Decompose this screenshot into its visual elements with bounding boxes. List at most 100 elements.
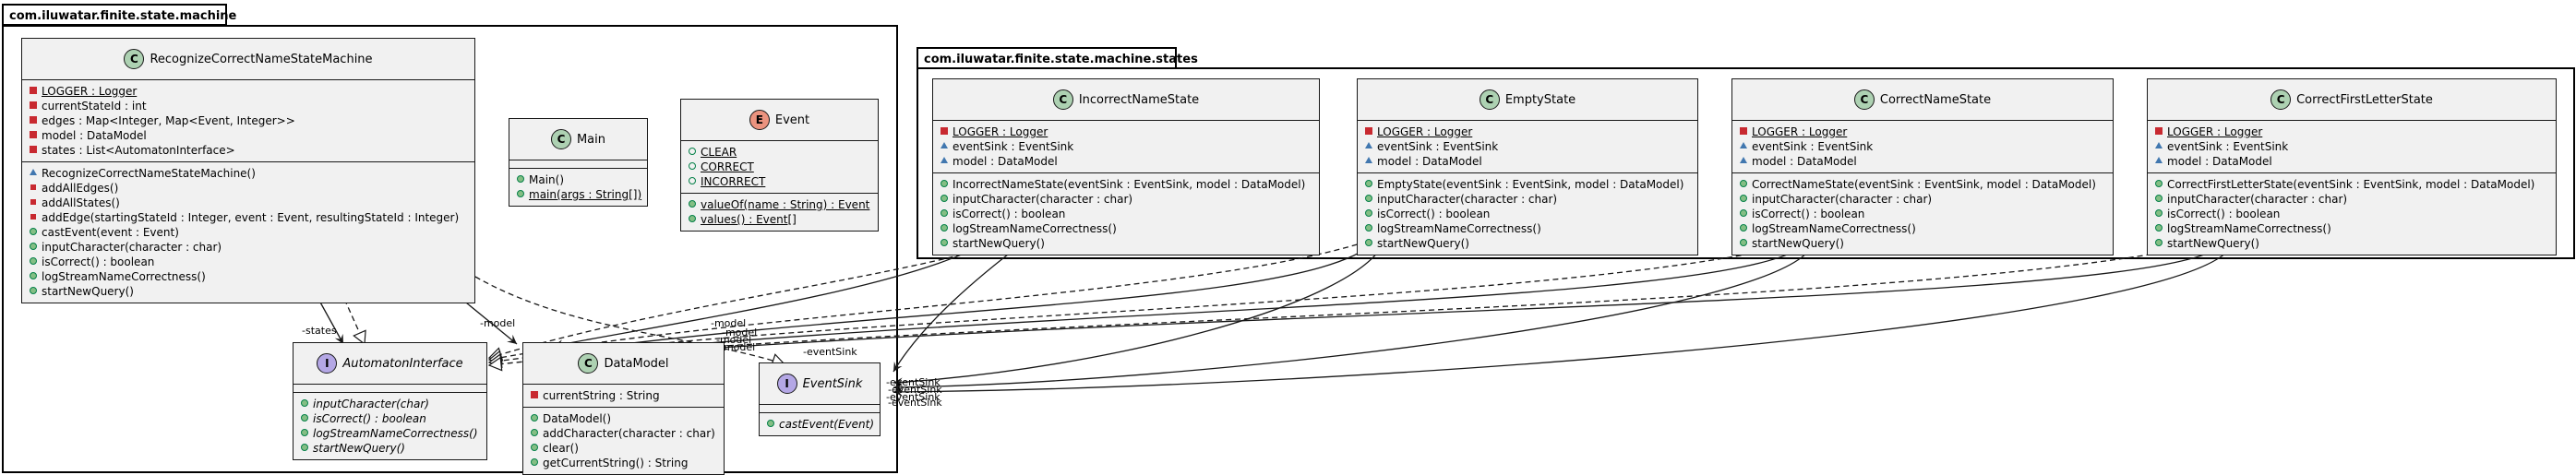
field-row: edges : Map<Integer, Map<Event, Integer>… (28, 113, 469, 128)
visibility-pubm-icon (515, 175, 526, 185)
visibility-pubm-icon (2153, 209, 2164, 220)
edge-empty-realizes (487, 241, 1367, 365)
visibility-pubm-icon (299, 429, 310, 439)
methods-section: Main()main(args : String[]) (509, 169, 647, 206)
method-text: logStreamNameCorrectness() (2167, 222, 2331, 235)
edge-correctfirst-eventsink (893, 241, 2235, 397)
field-row: currentString : String (529, 388, 718, 403)
package-tab-states: com.iluwatar.finite.state.machine.states (917, 47, 1198, 69)
method-row: inputCharacter(character : char) (1363, 192, 1692, 207)
method-text: isCorrect() : boolean (2167, 208, 2281, 220)
method-text: inputCharacter(char) (313, 398, 429, 410)
visibility-priv-icon (1363, 127, 1374, 137)
visibility-pubm-icon (1363, 195, 1374, 205)
method-text: main(args : String[]) (529, 188, 642, 201)
visibility-pkgv-icon (2153, 157, 2164, 166)
field-text: currentString : String (543, 389, 660, 402)
visibility-pubm-icon (529, 414, 540, 424)
class-badge-icon: C (1853, 89, 1875, 110)
edge-label-eventsink-4: -eventSink (886, 391, 941, 403)
field-text: LOGGER : Logger (1377, 125, 1473, 138)
method-row: logStreamNameCorrectness() (28, 269, 469, 284)
edge-label-model-1: -model (480, 317, 515, 329)
visibility-priv-icon (28, 87, 39, 97)
method-text: addAllStates() (42, 196, 120, 209)
method-row: startNewQuery() (939, 236, 1313, 251)
edge-empty-model (571, 241, 1376, 354)
class-name: Event (774, 113, 810, 127)
field-text: LOGGER : Logger (42, 85, 138, 98)
visibility-pubm-icon (939, 180, 950, 190)
methods-section: RecognizeCorrectNameStateMachine() addAll… (22, 162, 474, 303)
edge-label-eventsink-3: -eventSink (888, 384, 942, 396)
field-text: LOGGER : Logger (953, 125, 1048, 138)
field-text: model : DataModel (1377, 155, 1482, 168)
visibility-pubm-icon (939, 239, 950, 249)
interface-badge-icon: I (317, 353, 338, 374)
method-row: valueOf(name : String) : Event (687, 197, 872, 212)
field-row: model : DataModel (28, 128, 469, 143)
visibility-pubm-icon (687, 215, 698, 225)
edge-correctname-eventsink (893, 241, 1815, 392)
visibility-priv-icon (939, 127, 950, 137)
visibility-privm-icon (28, 184, 39, 193)
method-text: RecognizeCorrectNameStateMachine() (42, 167, 256, 180)
method-text: valueOf(name : String) : Event (701, 198, 870, 211)
edge-label-model-5: -model (720, 341, 755, 353)
method-text: startNewQuery() (1752, 237, 1844, 250)
method-row: inputCharacter(character : char) (939, 192, 1313, 207)
methods-section: IncorrectNameState(eventSink : EventSink… (933, 173, 1319, 255)
field-row: model : DataModel (939, 154, 1313, 169)
visibility-pub-icon (687, 162, 698, 172)
method-text: startNewQuery() (313, 442, 405, 455)
method-row: logStreamNameCorrectness() (299, 426, 481, 441)
method-row: inputCharacter(char) (299, 397, 481, 411)
visibility-pubm-icon (2153, 195, 2164, 205)
visibility-pkgv-icon (1738, 157, 1749, 166)
method-text: getCurrentString() : String (543, 457, 689, 469)
method-row: castEvent(Event) (765, 417, 874, 432)
field-row: LOGGER : Logger (1363, 125, 1692, 139)
method-row: startNewQuery() (1738, 236, 2107, 251)
method-row: CorrectNameState(eventSink : EventSink, … (1738, 177, 2107, 192)
visibility-pubm-icon (939, 224, 950, 234)
method-row: Main() (515, 172, 641, 187)
enum-badge-icon: E (749, 110, 770, 130)
field-row: LOGGER : Logger (1738, 125, 2107, 139)
field-text: currentStateId : int (42, 100, 147, 113)
methods-section: DataModel()addCharacter(character : char… (523, 408, 724, 474)
method-text: logStreamNameCorrectness() (1752, 222, 1916, 235)
method-text: isCorrect() : boolean (1377, 208, 1491, 220)
visibility-pubm-icon (2153, 239, 2164, 249)
method-text: clear() (543, 442, 579, 455)
method-row: logStreamNameCorrectness() (1738, 221, 2107, 236)
method-text: isCorrect() : boolean (42, 255, 155, 268)
edge-correctname-model (590, 241, 1810, 358)
class-badge-icon: C (1479, 89, 1500, 110)
method-text: startNewQuery() (953, 237, 1045, 250)
method-row: main(args : String[]) (515, 187, 641, 202)
field-row: states : List<AutomatonInterface> (28, 143, 469, 158)
method-text: inputCharacter(character : char) (1752, 193, 1933, 206)
method-text: isCorrect() : boolean (1752, 208, 1865, 220)
visibility-pubm-icon (28, 272, 39, 282)
visibility-priv-icon (28, 116, 39, 126)
visibility-priv-icon (2153, 127, 2164, 137)
visibility-pubm-icon (687, 200, 698, 210)
method-text: values() : Event[] (701, 213, 797, 226)
